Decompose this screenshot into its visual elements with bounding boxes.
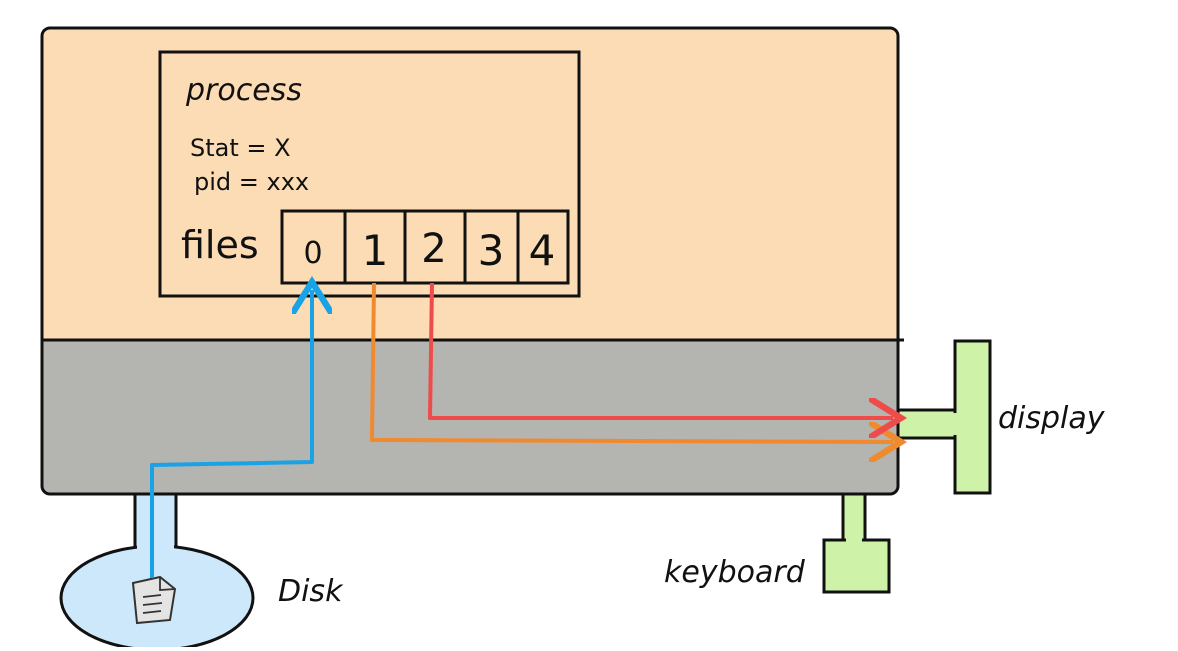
stderr-arrow [428,282,893,418]
keyboard-device [822,538,891,594]
document-icon [131,575,177,625]
fd-cell-1: 1 [362,226,389,275]
files-label: files [181,223,259,267]
display-device [953,339,992,495]
stdout-arrow [370,282,893,442]
process-title: process [185,73,302,108]
stdin-arrow [150,290,312,578]
disk-label: Disk [278,574,344,609]
fd-cell-2: 2 [421,226,446,272]
display-label: display [998,401,1106,436]
fd-cell-3: 3 [478,226,505,275]
display-connector [896,408,958,440]
fd-cell-0: 0 [303,236,322,271]
stat-line: Stat = X [190,134,291,162]
keyboard-connector [841,492,867,544]
fd-cell-4: 4 [529,226,556,275]
fd-table: 0 1 2 3 4 [280,209,570,285]
computer-outline [40,26,900,496]
pid-line: pid = xxx [194,168,309,196]
process-box [158,50,581,298]
keyboard-label: keyboard [664,555,806,590]
user-space [42,28,898,340]
